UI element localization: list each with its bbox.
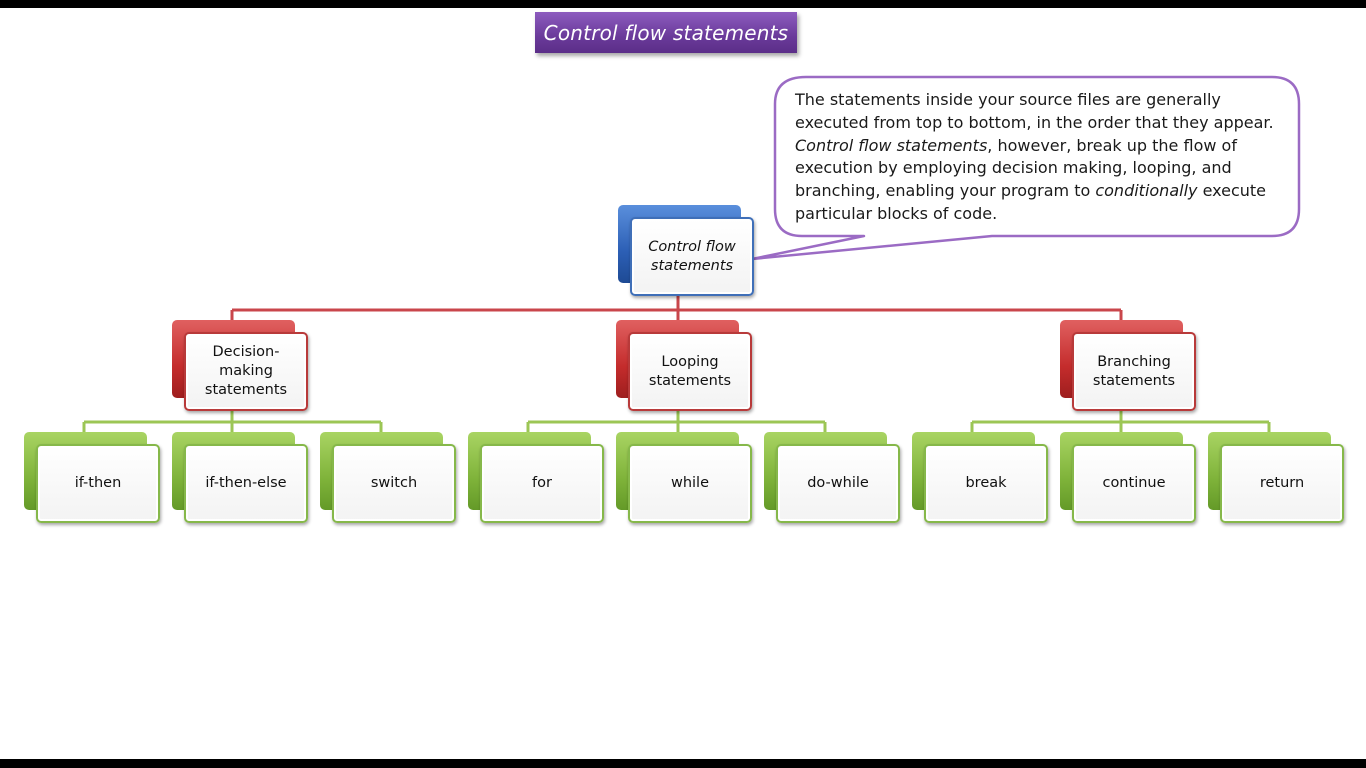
root-node: Control flow statements: [618, 205, 754, 296]
category-node-branching: Branching statements: [1060, 320, 1196, 411]
leaf-node-return: return: [1208, 432, 1344, 523]
leaf-node-switch: switch: [320, 432, 456, 523]
callout-text-emphasis-1: Control flow statements: [795, 135, 988, 155]
leaf-node-while: while: [616, 432, 752, 523]
leaf-node-do-while: do-while: [764, 432, 900, 523]
category-label: Looping statements: [628, 332, 752, 411]
leaf-label: for: [480, 444, 604, 523]
callout-text-part5: execute particular blocks of code.: [795, 181, 1267, 223]
category-label: Decision-making statements: [184, 332, 308, 411]
leaf-label: if-then: [36, 444, 160, 523]
leaf-label: switch: [332, 444, 456, 523]
leaf-label: break: [924, 444, 1048, 523]
callout-text-part3: , however, break up the flow of executio…: [795, 135, 1237, 201]
leaf-label: while: [628, 444, 752, 523]
slide-title: Control flow statements: [535, 12, 797, 53]
leaf-node-for: for: [468, 432, 604, 523]
callout-text: The statements inside your source files …: [795, 89, 1285, 226]
category-label: Branching statements: [1072, 332, 1196, 411]
leaf-node-if-then-else: if-then-else: [172, 432, 308, 523]
category-node-looping: Looping statements: [616, 320, 752, 411]
top-black-bar: [0, 0, 1366, 8]
callout-text-part1: The statements inside your source files …: [795, 90, 1274, 132]
leaf-node-break: break: [912, 432, 1048, 523]
root-node-label: Control flow statements: [630, 217, 754, 296]
leaf-node-if-then: if-then: [24, 432, 160, 523]
callout-text-emphasis-2: conditionally: [1095, 181, 1198, 201]
leaf-label: continue: [1072, 444, 1196, 523]
leaf-label: if-then-else: [184, 444, 308, 523]
bottom-black-bar: [0, 759, 1366, 768]
leaf-label: return: [1220, 444, 1344, 523]
leaf-label: do-while: [776, 444, 900, 523]
category-node-decision-making: Decision-making statements: [172, 320, 308, 411]
leaf-node-continue: continue: [1060, 432, 1196, 523]
